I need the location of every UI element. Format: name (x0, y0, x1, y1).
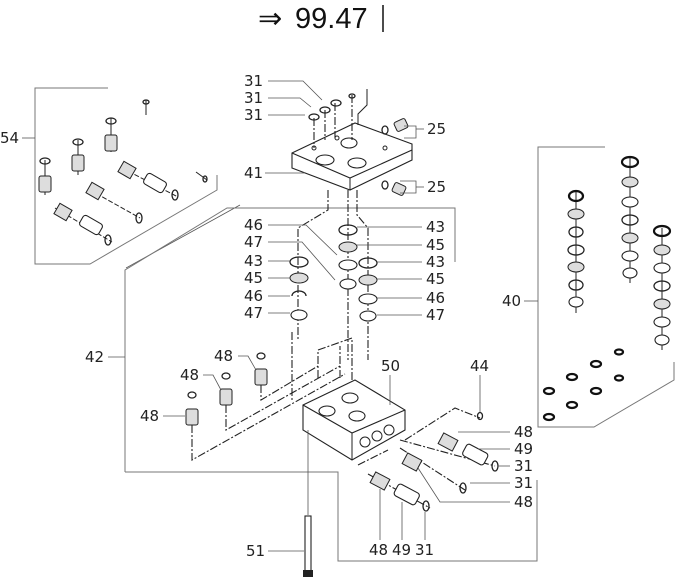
arrow-icon: ⇒ (258, 3, 282, 35)
label-44[interactable]: 44 (470, 357, 489, 375)
check-valve-1 (53, 202, 113, 246)
label-45[interactable]: 45 (426, 236, 445, 254)
label-46[interactable]: 46 (426, 289, 445, 307)
group-54: 54 (0, 87, 241, 269)
o-rings-loose (542, 348, 625, 422)
label-50[interactable]: 50 (381, 357, 400, 375)
label-48[interactable]: 48 (369, 541, 388, 559)
label-47[interactable]: 47 (426, 306, 445, 324)
label-25[interactable]: 25 (427, 120, 446, 138)
bolt-51: 51 (246, 430, 313, 577)
valve-assemblies-right: 48 49 31 31 48 (399, 423, 533, 511)
label-48[interactable]: 48 (514, 423, 533, 441)
label-45[interactable]: 45 (244, 269, 263, 287)
label-43[interactable]: 43 (426, 218, 445, 236)
label-31[interactable]: 31 (244, 89, 263, 107)
label-43[interactable]: 43 (244, 252, 263, 270)
pump-block-50: 50 44 (302, 337, 489, 461)
valve-insert-1 (38, 157, 52, 195)
pin-side (195, 171, 208, 183)
label-48[interactable]: 48 (140, 407, 159, 425)
label-41[interactable]: 41 (244, 164, 263, 182)
reference-number: 99.47 (295, 3, 368, 35)
label-40[interactable]: 40 (502, 292, 521, 310)
label-31[interactable]: 31 (415, 541, 434, 559)
label-31[interactable]: 31 (514, 474, 533, 492)
label-51[interactable]: 51 (246, 542, 265, 560)
pin-top (142, 99, 150, 115)
label-47[interactable]: 47 (244, 304, 263, 322)
valve-insert-3 (104, 117, 118, 152)
label-48[interactable]: 48 (180, 366, 199, 384)
label-49[interactable]: 49 (392, 541, 411, 559)
group-40: 40 (502, 146, 675, 428)
label-54[interactable]: 54 (0, 129, 19, 147)
valve-insert-2 (71, 138, 85, 175)
seal-kit-col-1 (567, 189, 585, 313)
valve-48-a (254, 352, 268, 386)
top-plate-41: 31 31 31 25 25 41 (244, 72, 446, 196)
valve-48-b (219, 372, 233, 406)
label-31[interactable]: 31 (244, 72, 263, 90)
seal-kit-col-2 (620, 155, 640, 283)
label-49[interactable]: 49 (514, 440, 533, 458)
label-42[interactable]: 42 (85, 348, 104, 366)
plug-25-top (381, 118, 409, 135)
seal-kit-col-3 (652, 224, 672, 350)
label-31[interactable]: 31 (244, 106, 263, 124)
label-48[interactable]: 48 (214, 347, 233, 365)
valve-48-c (185, 391, 199, 426)
label-43[interactable]: 43 (426, 253, 445, 271)
group-42: 42 48 48 48 (85, 332, 538, 562)
label-46[interactable]: 46 (244, 216, 263, 234)
label-47[interactable]: 47 (244, 233, 263, 251)
seal-stacks: 43 45 46 47 46 47 43 45 43 45 46 47 (124, 190, 456, 472)
label-25[interactable]: 25 (427, 178, 446, 196)
label-48[interactable]: 48 (514, 493, 533, 511)
label-46[interactable]: 46 (244, 287, 263, 305)
label-31[interactable]: 31 (514, 457, 533, 475)
check-valve-3 (117, 160, 179, 201)
check-valve-2 (85, 181, 143, 224)
label-45[interactable]: 45 (426, 270, 445, 288)
plug-25-bottom (381, 180, 407, 196)
valve-assembly-bottom: 48 49 31 (357, 449, 434, 559)
